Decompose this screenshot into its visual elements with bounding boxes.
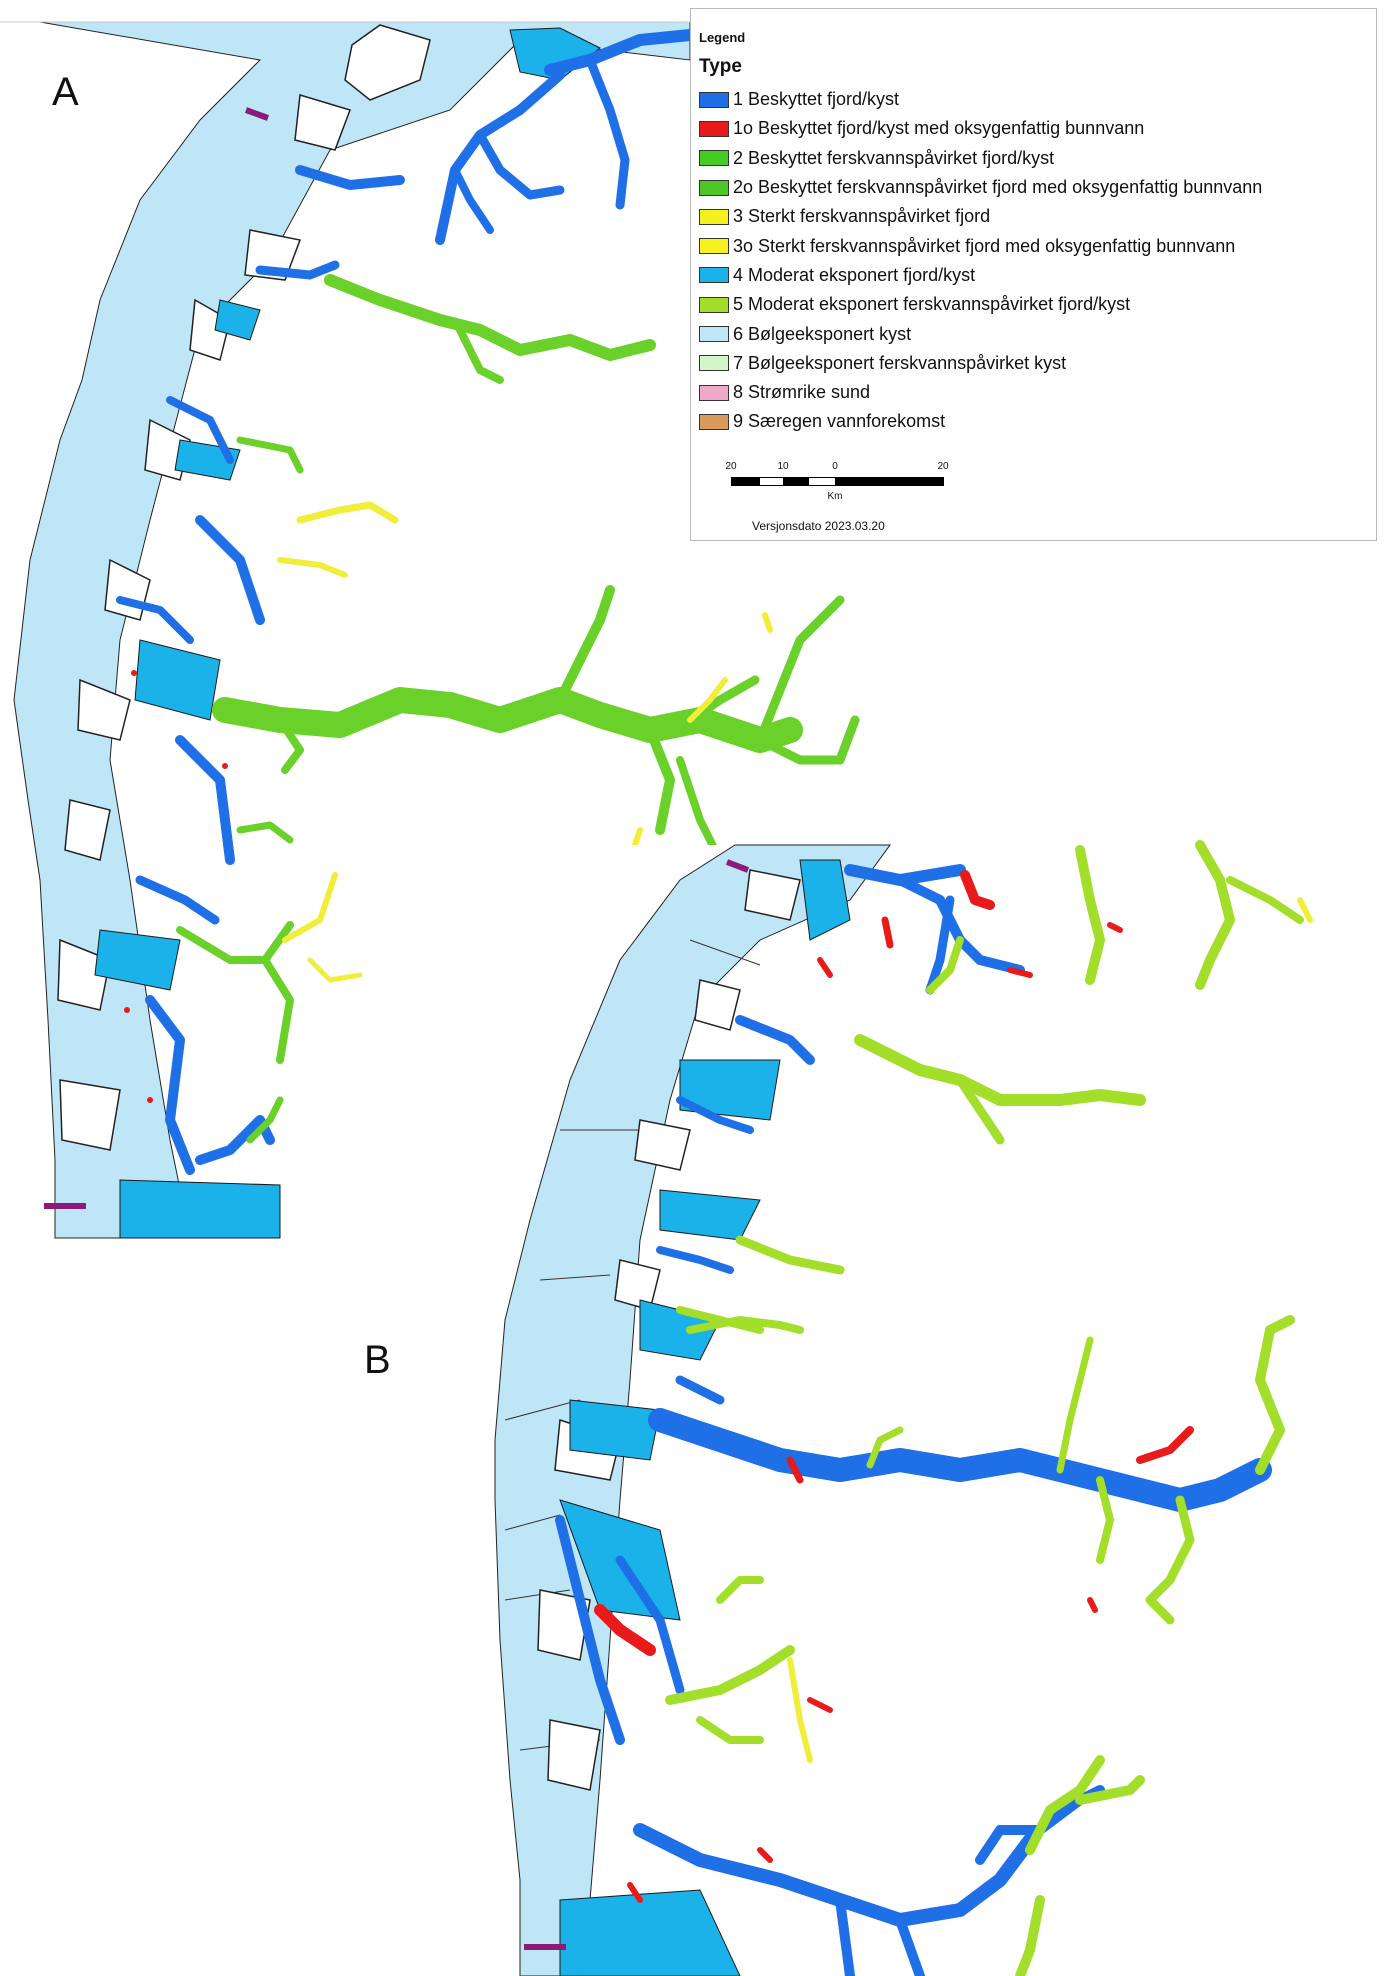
legend-item-label: 1 Beskyttet fjord/kyst — [733, 89, 900, 110]
legend-item: 1 Beskyttet fjord/kyst — [699, 85, 1262, 114]
legend-swatch — [699, 120, 729, 137]
legend-item: 2o Beskyttet ferskvannspåvirket fjord me… — [699, 173, 1262, 202]
legend-swatch — [699, 355, 729, 372]
legend-swatch — [699, 267, 729, 284]
panel-b-north-boundary-marker — [725, 859, 750, 873]
panel-a-north-boundary-marker — [244, 107, 270, 121]
legend-swatch — [699, 91, 729, 108]
legend-swatch — [699, 208, 729, 225]
legend-swatch — [699, 296, 729, 313]
panel-b-map — [490, 840, 1385, 1976]
legend-item-label: 3o Sterkt ferskvannspåvirket fjord med o… — [733, 235, 1236, 256]
legend-swatch — [699, 238, 729, 255]
legend-item: 2 Beskyttet ferskvannspåvirket fjord/kys… — [699, 144, 1262, 173]
legend-item-label: 5 Moderat eksponert ferskvannspåvirket f… — [733, 294, 1131, 315]
legend-item-label: 8 Strømrike sund — [733, 382, 871, 403]
legend-item: 3 Sterkt ferskvannspåvirket fjord — [699, 202, 1262, 231]
legend-item-label: 7 Bølgeeksponert ferskvannspåvirket kyst — [733, 352, 1067, 373]
legend-swatch — [699, 150, 729, 167]
legend-title: Legend — [699, 30, 746, 45]
legend-swatch — [699, 384, 729, 401]
legend-item-label: 6 Bølgeeksponert kyst — [733, 323, 912, 344]
legend-items: 1 Beskyttet fjord/kyst 1o Beskyttet fjord… — [699, 85, 1262, 437]
legend-type-heading: Type — [699, 56, 742, 77]
panel-a-map — [0, 21, 860, 1239]
scale-tick: 0 — [832, 461, 838, 472]
panel-a-strong-fresh-fjords — [277, 501, 773, 983]
legend-item: 1o Beskyttet fjord/kyst med oksygenfatti… — [699, 114, 1262, 143]
legend-swatch — [699, 179, 729, 196]
legend-item: 5 Moderat eksponert ferskvannspåvirket f… — [699, 290, 1262, 319]
map-legend: Legend Type 1 Beskyttet fjord/kyst 1o Bes… — [690, 8, 1377, 541]
legend-swatch — [699, 326, 729, 343]
legend-item: 3o Sterkt ferskvannspåvirket fjord med o… — [699, 231, 1262, 260]
legend-item-label: 2 Beskyttet ferskvannspåvirket fjord/kys… — [733, 147, 1055, 168]
scale-tick: 20 — [937, 461, 949, 472]
panel-b-strong-fresh-fjords — [787, 897, 1313, 1763]
panel-a-label: A — [52, 70, 79, 114]
legend-item: 8 Strømrike sund — [699, 378, 1262, 407]
panel-a-protected-fjords — [116, 29, 696, 1175]
legend-item-label: 2o Beskyttet ferskvannspåvirket fjord me… — [733, 177, 1263, 198]
scale-unit: Km — [827, 491, 843, 502]
scale-segment — [808, 477, 836, 486]
legend-item-label: 3 Sterkt ferskvannspåvirket fjord — [733, 206, 991, 227]
scale-segment — [759, 477, 784, 486]
panel-a-oxygen-poor-spots — [124, 670, 228, 1103]
panel-b-oxygen-poor-fjords — [594, 870, 1194, 1903]
panel-b-protected-fjords — [555, 864, 1272, 1976]
scale-tick: 20 — [725, 461, 737, 472]
scale-segment — [783, 477, 809, 486]
legend-item: 4 Moderat eksponert fjord/kyst — [699, 261, 1262, 290]
panel-a-island-land — [57, 24, 431, 1151]
version-date: Versjonsdato 2023.03.20 — [752, 519, 885, 533]
panel-b-moderate-fresh-fjords — [665, 840, 1304, 1976]
legend-item: 9 Særegen vannforekomst — [699, 407, 1262, 436]
legend-item-label: 4 Moderat eksponert fjord/kyst — [733, 264, 976, 285]
scale-tick: 10 — [777, 461, 789, 472]
scale-bar: 20 10 0 20 Km — [725, 461, 971, 502]
panel-b-label: B — [364, 1338, 391, 1382]
scale-segment — [835, 477, 944, 486]
legend-item-label: 9 Særegen vannforekomst — [733, 411, 946, 432]
legend-item-label: 1o Beskyttet fjord/kyst med oksygenfatti… — [733, 118, 1145, 139]
scale-segment — [731, 477, 760, 486]
legend-item: 7 Bølgeeksponert ferskvannspåvirket kyst — [699, 349, 1262, 378]
legend-swatch — [699, 413, 729, 430]
legend-item: 6 Bølgeeksponert kyst — [699, 319, 1262, 348]
panel-a-fresh-protected-fjords — [176, 274, 860, 1144]
